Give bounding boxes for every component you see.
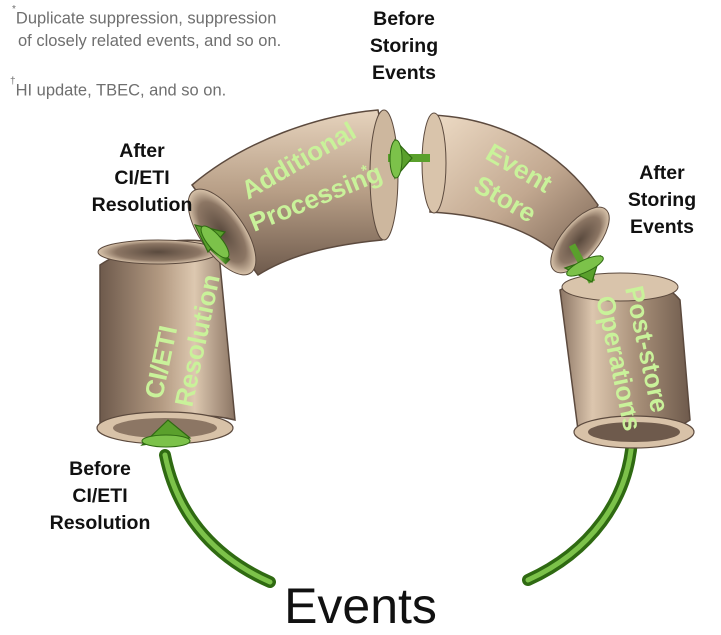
post-store-marker: † [620, 407, 638, 419]
label-line: Events [372, 62, 436, 84]
label-before-ci: Before CI/ETI Resolution [38, 456, 162, 537]
label-line: CI/ETI [114, 167, 170, 189]
label-line: Before [69, 458, 131, 480]
label-line: After [639, 162, 685, 184]
label-line: Resolution [91, 194, 193, 216]
label-after-ci: After CI/ETI Resolution [82, 138, 202, 219]
asterisk-line2: of closely related events, and so on. [18, 31, 282, 50]
asterisk-line1: Duplicate suppression, suppression [15, 9, 277, 28]
connector-after-storing [563, 243, 604, 284]
label-line: Events [630, 216, 694, 238]
additional-processing-marker: * [359, 162, 371, 180]
segment-event-store [421, 112, 610, 274]
label-line: Storing [369, 35, 439, 57]
label-line: Resolution [49, 512, 151, 534]
input-tube [159, 449, 276, 588]
label-line: After [119, 140, 165, 162]
label-line: CI/ETI [72, 485, 128, 507]
connector-before-storing [388, 138, 430, 180]
label-line: Before [373, 8, 435, 30]
input-tube-highlight [162, 452, 273, 585]
footnote-dagger: †HI update, TBEC, and so on. [10, 76, 310, 102]
output-tube-highlight [525, 437, 635, 583]
connector-before-ci [140, 419, 192, 448]
connector-after-ci [193, 224, 231, 265]
footnote-asterisk: *Duplicate suppression, suppression of c… [12, 4, 312, 52]
segment-post-store-operations [559, 272, 695, 449]
label-line: Storing [627, 189, 697, 211]
dagger-marker: † [10, 76, 16, 87]
label-after-storing: After Storing Events [602, 160, 721, 241]
output-tube [522, 434, 638, 586]
asterisk-marker: * [12, 4, 16, 15]
dagger-line: HI update, TBEC, and so on. [15, 81, 227, 100]
label-before-storing: Before Storing Events [344, 6, 464, 87]
diagram-title: Events [284, 578, 437, 634]
